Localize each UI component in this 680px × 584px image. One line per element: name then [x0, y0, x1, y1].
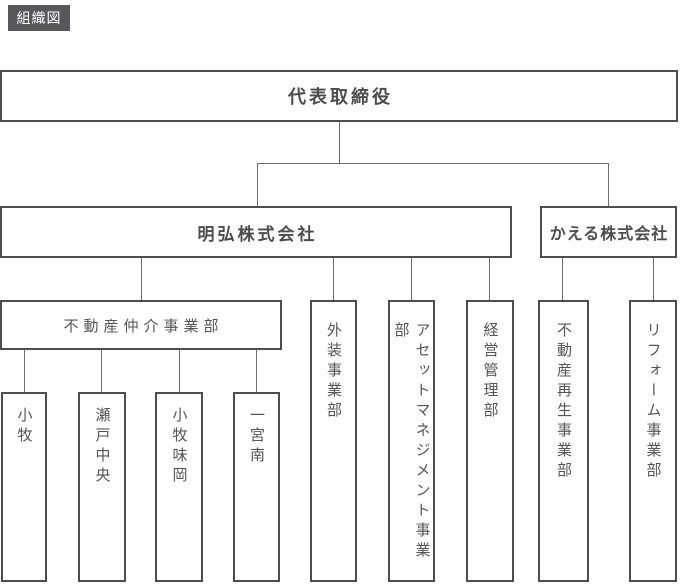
- node-representative-director: 代表取締役: [0, 70, 678, 122]
- connector-drop-brokerage-division: [141, 258, 142, 300]
- connector-drop-branch-komaki: [24, 350, 25, 392]
- connector-drop-exterior-division: [333, 258, 334, 300]
- node-asset-management-division: アセットマネジメント事業部: [388, 300, 435, 582]
- node-meiko-company: 明弘株式会社: [0, 206, 512, 258]
- node-real-estate-brokerage-division: 不動産仲介事業部: [0, 300, 282, 350]
- node-real-estate-regeneration-division: 不動産再生事業部: [538, 300, 589, 582]
- node-exterior-division: 外装事業部: [310, 300, 357, 582]
- node-branch-komaki-ajioka: 小牧味岡: [155, 392, 203, 582]
- node-reform-division: リフォーム事業部: [629, 300, 677, 582]
- connector-drop-branch-ichinomiya-minami: [256, 350, 257, 392]
- node-management-admin-division: 経営管理部: [466, 300, 514, 582]
- connector-drop-reform-division: [653, 258, 654, 300]
- connector-drop-meiko: [257, 163, 258, 206]
- node-branch-komaki: 小牧: [1, 392, 47, 582]
- chart-title-badge: 組織図: [8, 5, 70, 31]
- node-kaeru-company: かえる株式会社: [540, 206, 677, 258]
- connector-drop-kaeru: [608, 163, 609, 206]
- node-branch-seto-chuo: 瀬戸中央: [78, 392, 126, 582]
- connector-drop-branch-komaki-ajioka: [179, 350, 180, 392]
- node-branch-ichinomiya-minami: 一宮南: [233, 392, 280, 582]
- connector-root-stem: [339, 122, 340, 163]
- connector-drop-asset-management-division: [411, 258, 412, 300]
- connector-drop-management-admin-division: [489, 258, 490, 300]
- connector-drop-regeneration-division: [562, 258, 563, 300]
- connector-companies-rail: [257, 163, 609, 164]
- connector-drop-branch-seto-chuo: [101, 350, 102, 392]
